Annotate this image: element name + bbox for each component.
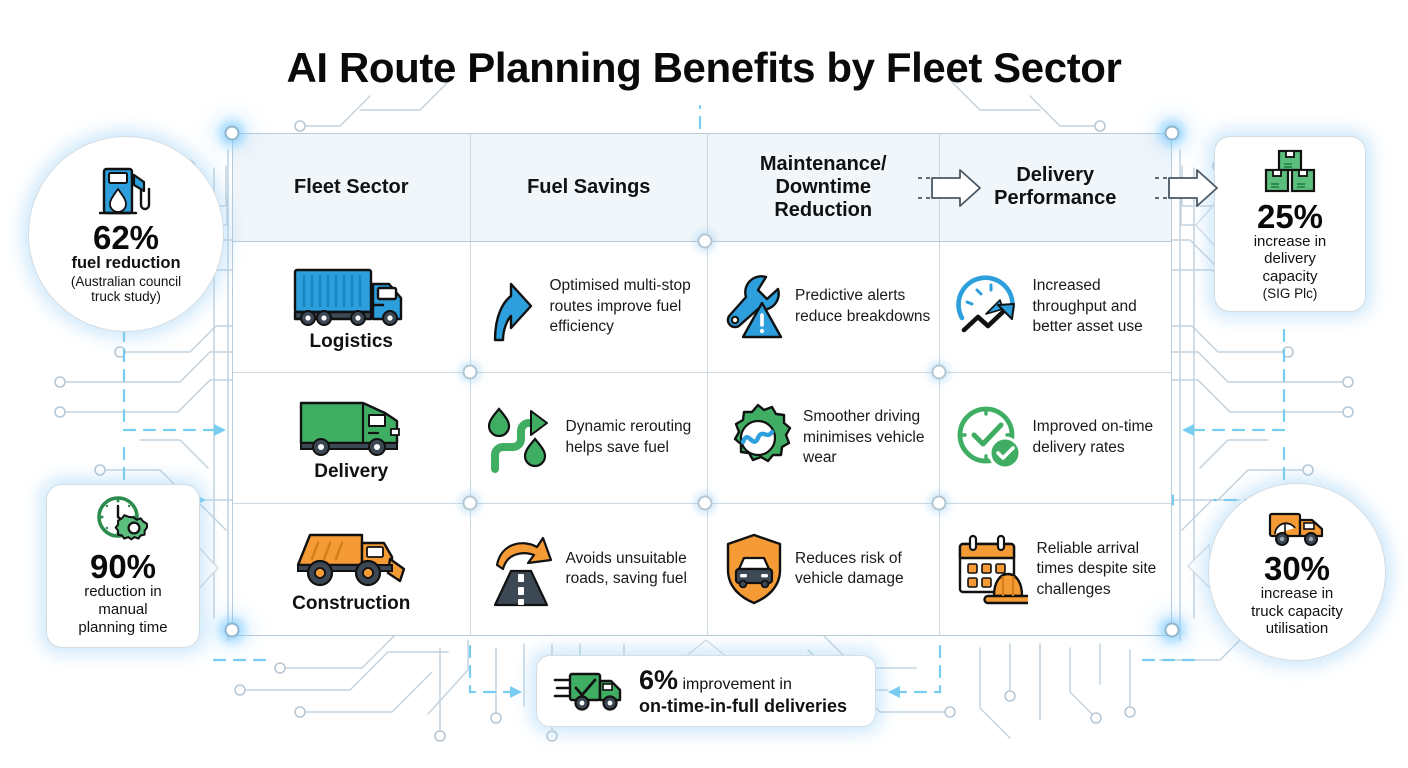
benefit-cell-logistics-maintenance: Predictive alerts reduce breakdowns (708, 241, 940, 372)
benefit-cell-construction-delivery: Reliable arrival times despite site chal… (940, 504, 1172, 635)
matrix-node (224, 622, 240, 638)
benefit-cell-delivery-maintenance: Smoother driving minimises vehicle wear (708, 372, 940, 503)
callout-line1: improvement in (678, 675, 792, 693)
header-flow-arrow-2 (1155, 169, 1218, 207)
benefit-text: Predictive alerts reduce breakdowns (795, 287, 931, 325)
benefit-cell-delivery-fuel: Dynamic rerouting helps save fuel (471, 372, 708, 503)
clock-gear-icon (97, 496, 148, 541)
callout-value: 90% (89, 548, 157, 586)
winding-route-droplet-icon (485, 401, 557, 475)
callout-line2: truck capacity (1251, 602, 1343, 620)
fuel-pump-icon (98, 168, 151, 215)
callout-line1: increase in (1253, 232, 1327, 250)
matrix-node (1164, 125, 1180, 141)
gauge-trend-up-icon (954, 272, 1024, 342)
callout-value: 62% (92, 219, 160, 257)
table-row: Logistics Optimised multi-stop routes im… (233, 241, 1172, 373)
callout-fuel-reduction: 62% fuel reduction (Australian council t… (28, 136, 224, 332)
wrench-warning-icon (722, 271, 786, 343)
sector-cell-logistics: Logistics (233, 241, 471, 372)
benefit-cell-logistics-delivery: Increased throughput and better asset us… (940, 242, 1172, 372)
orange-truck-icon (1268, 512, 1324, 546)
benefit-cell-construction-maintenance: Reduces risk of vehicle damage (708, 503, 940, 635)
sector-cell-delivery: Delivery (233, 372, 471, 503)
sector-label: Logistics (309, 330, 393, 352)
callout-planning-time: 90% reduction in manual planning time (46, 484, 200, 648)
benefit-text: Reduces risk of vehicle damage (795, 550, 904, 588)
callout-line3: truck study) (91, 289, 161, 305)
matrix-header-row: Fleet Sector Fuel Savings Maintenance/ D… (233, 134, 1171, 242)
matrix-node (697, 495, 713, 511)
matrix-node (224, 125, 240, 141)
callout-line1: increase in (1260, 584, 1334, 602)
column-header-label: Fleet Sector (294, 175, 409, 198)
benefit-text: Reliable arrival times despite site chal… (1036, 539, 1157, 598)
callout-line1: fuel reduction (71, 254, 181, 273)
sector-label: Construction (292, 593, 411, 615)
benefit-cell-logistics-fuel: Optimised multi-stop routes improve fuel… (471, 241, 708, 372)
matrix-node (462, 495, 478, 511)
callout-line1: reduction in (84, 583, 162, 601)
benefit-text: Dynamic rerouting helps save fuel (565, 418, 692, 456)
callout-line3: planning time (78, 618, 168, 636)
callout-line4: (SIG Plc) (1262, 285, 1318, 301)
matrix-node (697, 233, 713, 249)
benefit-text: Increased throughput and better asset us… (1032, 277, 1143, 336)
stacked-boxes-icon (1264, 149, 1316, 192)
callout-value: 25% (1256, 197, 1324, 235)
callout-truck-capacity: 30% increase in truck capacity utilisati… (1208, 483, 1386, 661)
green-delivery-truck-check-icon (553, 672, 622, 711)
column-header-label: Fuel Savings (527, 175, 651, 198)
sector-cell-construction: Construction (233, 503, 471, 635)
upward-curved-arrow-icon (485, 268, 541, 346)
benefit-cell-delivery-performance: Improved on-time delivery rates (940, 373, 1172, 503)
benefit-text: Avoids unsuitable roads, saving fuel (565, 550, 688, 588)
column-header-label: Delivery Performance (994, 164, 1117, 210)
column-header-label: Maintenance/ Downtime Reduction (759, 152, 887, 221)
callout-line3: utilisation (1265, 620, 1329, 638)
road-detour-arrow-icon (485, 529, 557, 609)
column-header-maintenance: Maintenance/ Downtime Reduction (708, 134, 940, 241)
matrix-node (462, 364, 478, 380)
callout-line2: delivery (1264, 250, 1316, 268)
page-title: AI Route Planning Benefits by Fleet Sect… (286, 44, 1122, 91)
benefit-cell-construction-fuel: Avoids unsuitable roads, saving fuel (471, 503, 708, 635)
matrix-node (931, 364, 947, 380)
table-row: Delivery Dynamic rerouting helps save fu… (233, 372, 1172, 504)
callout-line2: on-time-in-full deliveries (639, 696, 848, 717)
benefit-text: Improved on-time delivery rates (1032, 418, 1154, 456)
callout-otif-deliveries: 6% improvement in on-time-in-full delive… (536, 655, 876, 727)
shield-car-icon (722, 531, 786, 607)
callout-value: 30% (1263, 549, 1331, 587)
delivery-van-icon (300, 401, 401, 456)
callout-line2: manual (98, 601, 148, 619)
callout-line3: capacity (1262, 268, 1318, 286)
matrix-node (1164, 622, 1180, 638)
benefit-text: Optimised multi-stop routes improve fuel… (549, 277, 691, 336)
callout-line2: (Australian council (70, 273, 182, 289)
callout-value: 6% (639, 664, 679, 695)
column-header-fuel-savings: Fuel Savings (471, 134, 708, 241)
callout-delivery-capacity: 25% increase in delivery capacity (SIG P… (1214, 136, 1366, 312)
benefit-text: Smoother driving minimises vehicle wear (803, 408, 925, 467)
table-row: Construction (233, 503, 1172, 635)
sector-label: Delivery (314, 460, 389, 482)
semi-truck-icon (294, 268, 403, 326)
matrix-node (931, 495, 947, 511)
gear-wave-icon (722, 402, 794, 474)
benefits-matrix: Fleet Sector Fuel Savings Maintenance/ D… (232, 133, 1172, 636)
column-header-fleet-sector: Fleet Sector (233, 134, 471, 241)
clock-check-icon (954, 403, 1024, 473)
header-flow-arrow-1 (918, 169, 981, 207)
dump-truck-icon (297, 534, 406, 587)
calendar-hardhat-icon (954, 532, 1028, 606)
callout-tail-bottom-right (1187, 543, 1210, 589)
column-header-delivery-performance: Delivery Performance (940, 134, 1172, 241)
